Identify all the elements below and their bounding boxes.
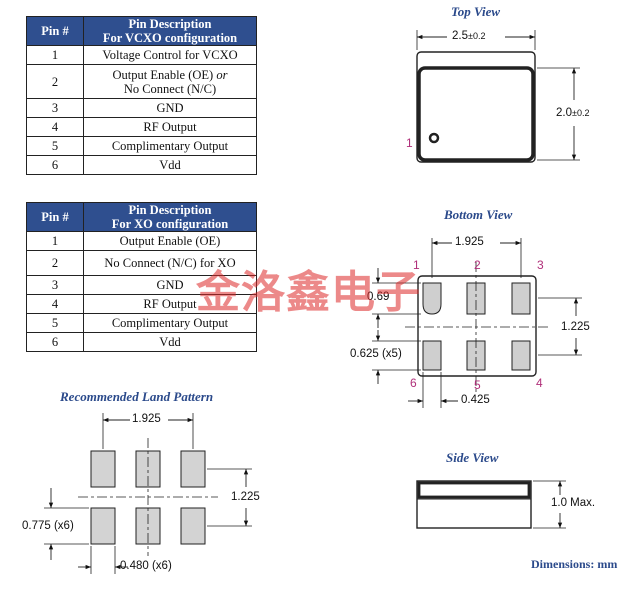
bottom-pin5-label: 5: [474, 378, 481, 392]
bottom-pin3-label: 3: [537, 258, 544, 272]
header-desc-line1: Pin Description: [128, 17, 212, 31]
table-row: 1 Voltage Control for VCXO: [26, 45, 257, 65]
side-view-drawing: [416, 480, 566, 529]
desc-cell: Vdd: [83, 155, 257, 175]
desc-cell: Vdd: [83, 332, 257, 352]
pin1-marker-icon: [428, 132, 440, 144]
desc-cell: RF Output: [83, 294, 257, 314]
bottom-pad-height-dim: 0.625 (x5): [350, 348, 402, 360]
header-desc-line1: Pin Description: [128, 203, 212, 217]
table-header-row: Pin # Pin Description For XO configurati…: [26, 202, 257, 232]
top-pin1-label: 1: [406, 136, 413, 150]
desc-cell: Output Enable (OE) or No Connect (N/C): [83, 64, 257, 99]
land-pitch-y-dim: 1.225: [231, 491, 260, 503]
header-pin: Pin #: [26, 202, 84, 232]
table-row: 4 RF Output: [26, 117, 257, 137]
vcxo-pin-table: Pin # Pin Description For VCXO configura…: [26, 16, 257, 175]
bottom-pad-offset-dim: 0.69: [367, 291, 390, 303]
bottom-view-drawing: [372, 238, 582, 408]
land-pitch-x-dim: 1.925: [132, 413, 161, 425]
desc-part-b: No Connect (N/C): [123, 81, 217, 96]
desc-cell: Voltage Control for VCXO: [83, 45, 257, 65]
header-desc-line2: For XO configuration: [111, 217, 229, 231]
top-width-dim: 2.5±0.2: [452, 30, 486, 42]
land-pad-width-dim: 0.480 (x6): [120, 560, 172, 572]
header-description: Pin Description For XO configuration: [83, 202, 257, 232]
bottom-pad-width-dim: 0.425: [461, 394, 490, 406]
table-row: 2 Output Enable (OE) or No Connect (N/C): [26, 64, 257, 99]
pin-cell: 2: [26, 64, 84, 99]
header-description: Pin Description For VCXO configuration: [83, 16, 257, 46]
top-height-dim: 2.0±0.2: [556, 107, 590, 119]
dimensions-units-note: Dimensions: mm: [531, 557, 618, 571]
bottom-pitch-y-dim: 1.225: [561, 321, 590, 333]
header-desc-line2: For VCXO configuration: [102, 31, 238, 45]
table-row: 6 Vdd: [26, 332, 257, 352]
bottom-pitch-x-dim: 1.925: [455, 236, 484, 248]
xo-pin-table: Pin # Pin Description For XO configurati…: [26, 202, 257, 352]
top-view-drawing: [416, 30, 580, 163]
header-pin: Pin #: [26, 16, 84, 46]
bottom-pin4-label: 4: [536, 376, 543, 390]
land-pattern-title: Recommended Land Pattern: [60, 389, 214, 404]
side-height-dim: 1.0 Max.: [551, 497, 596, 509]
desc-part-a: Output Enable (OE): [112, 67, 214, 82]
bottom-pin6-label: 6: [410, 376, 417, 390]
bottom-pin2-label: 2: [474, 258, 481, 272]
desc-cell: RF Output: [83, 117, 257, 137]
bottom-view-title: Bottom View: [444, 207, 513, 222]
table-row: 3 GND: [26, 275, 257, 295]
desc-or: or: [216, 67, 228, 82]
table-row: 6 Vdd: [26, 155, 257, 175]
bottom-pin1-label: 1: [413, 258, 420, 272]
pin-cell: 6: [26, 332, 84, 352]
table-header-row: Pin # Pin Description For VCXO configura…: [26, 16, 257, 46]
land-pad-height-dim: 0.775 (x6): [22, 520, 74, 532]
table-row: 2 No Connect (N/C) for XO: [26, 250, 257, 276]
side-view-title: Side View: [446, 450, 499, 465]
desc-cell: No Connect (N/C) for XO: [83, 250, 257, 276]
table-row: 5 Complimentary Output: [26, 313, 257, 333]
land-pattern-drawing: [44, 413, 252, 574]
top-view-title: Top View: [451, 4, 501, 19]
watermark: 金洛鑫电子: [196, 267, 421, 318]
